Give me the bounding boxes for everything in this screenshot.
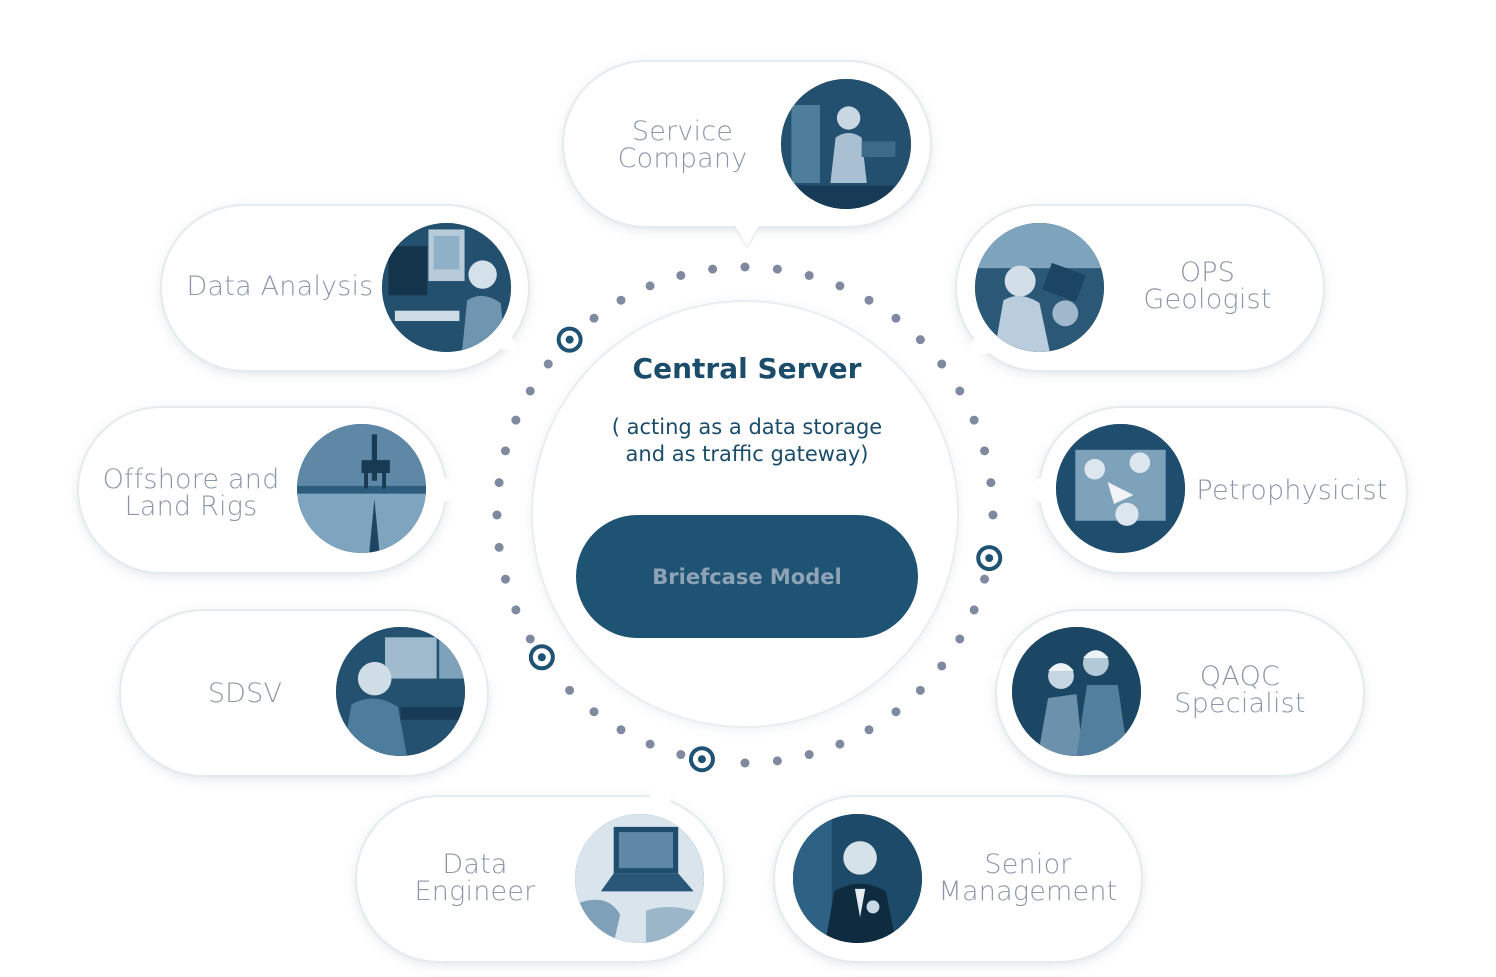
ring-dot <box>980 446 990 456</box>
ring-dot <box>616 295 626 305</box>
ring-dot <box>980 574 990 584</box>
worker-hardhat-photo <box>781 79 911 209</box>
ring-dot <box>864 725 874 735</box>
ring-dot <box>511 605 521 615</box>
ring-dot <box>969 415 979 425</box>
ring-dot <box>494 542 504 552</box>
role-label-qaqc-specialist: QAQC Specialist <box>1174 661 1306 719</box>
ring-dot <box>915 685 925 695</box>
briefcase-model-label: Briefcase Model <box>652 564 842 589</box>
role-label-sdsv: SDSV <box>207 678 283 709</box>
role-label-petrophysicist: Petrophysicist <box>1196 475 1388 506</box>
role-label-offshore-land-rigs: Offshore and Land Rigs <box>102 464 280 522</box>
ring-dot <box>708 264 718 274</box>
executive-photo <box>793 814 922 943</box>
ring-dot <box>937 359 947 369</box>
ring-dot <box>511 415 521 425</box>
ring-dot <box>616 725 626 735</box>
ring-dot <box>565 685 575 695</box>
ring-connector-node-center <box>537 653 546 662</box>
ring-dot <box>835 739 845 749</box>
bubble-tail <box>805 774 831 798</box>
ring-dot <box>891 707 901 717</box>
ring-dot <box>492 510 502 520</box>
central-server-subtitle: ( acting as a data storage and as traffi… <box>611 415 883 466</box>
ring-dot <box>835 281 845 291</box>
ring-dot <box>772 264 782 274</box>
ring-dot <box>988 510 998 520</box>
ring-dot <box>525 634 535 644</box>
ring-dot <box>955 634 965 644</box>
ring-dot <box>804 270 814 280</box>
ring-dot <box>915 335 925 345</box>
ring-dot <box>543 359 553 369</box>
ring-dot <box>676 750 686 760</box>
geologist-photo <box>975 223 1104 352</box>
central-server-title: Central Server <box>632 352 862 385</box>
petrophysicist-team-photo <box>1056 424 1185 553</box>
bubble-tail <box>1020 477 1042 503</box>
ring-dot <box>500 574 510 584</box>
role-label-data-engineer: Data Engineer <box>414 849 536 907</box>
ring-dot <box>589 313 599 323</box>
ring-dot <box>525 386 535 396</box>
role-label-service-company: Service Company <box>617 116 748 174</box>
central-server-circle <box>533 302 957 726</box>
qaqc-workers-photo <box>1012 627 1141 756</box>
bubble-tail <box>734 224 760 246</box>
data-analyst-photo <box>382 223 511 352</box>
ring-dot <box>589 707 599 717</box>
ring-dot <box>804 750 814 760</box>
sdsv-monitors-photo <box>336 627 465 756</box>
ring-dot <box>937 661 947 671</box>
ring-connector-node-center <box>697 755 706 764</box>
ring-dot <box>955 386 965 396</box>
ring-dot <box>676 270 686 280</box>
ring-dot <box>740 758 750 768</box>
bubble-tail <box>443 477 467 503</box>
role-label-data-analysis: Data Analysis <box>186 271 374 302</box>
ring-dot <box>494 478 504 488</box>
ring-dot <box>891 313 901 323</box>
ring-dot <box>500 446 510 456</box>
briefcase-model-button[interactable]: Briefcase Model <box>576 515 918 638</box>
ring-dot <box>969 605 979 615</box>
ring-dot <box>864 295 874 305</box>
ring-dot <box>772 756 782 766</box>
oil-rig-photo <box>297 424 426 553</box>
laptop-engineer-photo <box>575 814 704 943</box>
ring-connector-node-center <box>565 335 574 344</box>
ring-dot <box>986 478 996 488</box>
ring-dot <box>740 262 750 272</box>
role-label-ops-geologist: OPS Geologist <box>1143 257 1272 315</box>
role-label-senior-management: Senior Management <box>938 849 1118 907</box>
ring-dot <box>645 739 655 749</box>
ring-dot <box>645 281 655 291</box>
ring-connector-node-center <box>985 554 994 563</box>
bubble-tail <box>647 775 677 805</box>
